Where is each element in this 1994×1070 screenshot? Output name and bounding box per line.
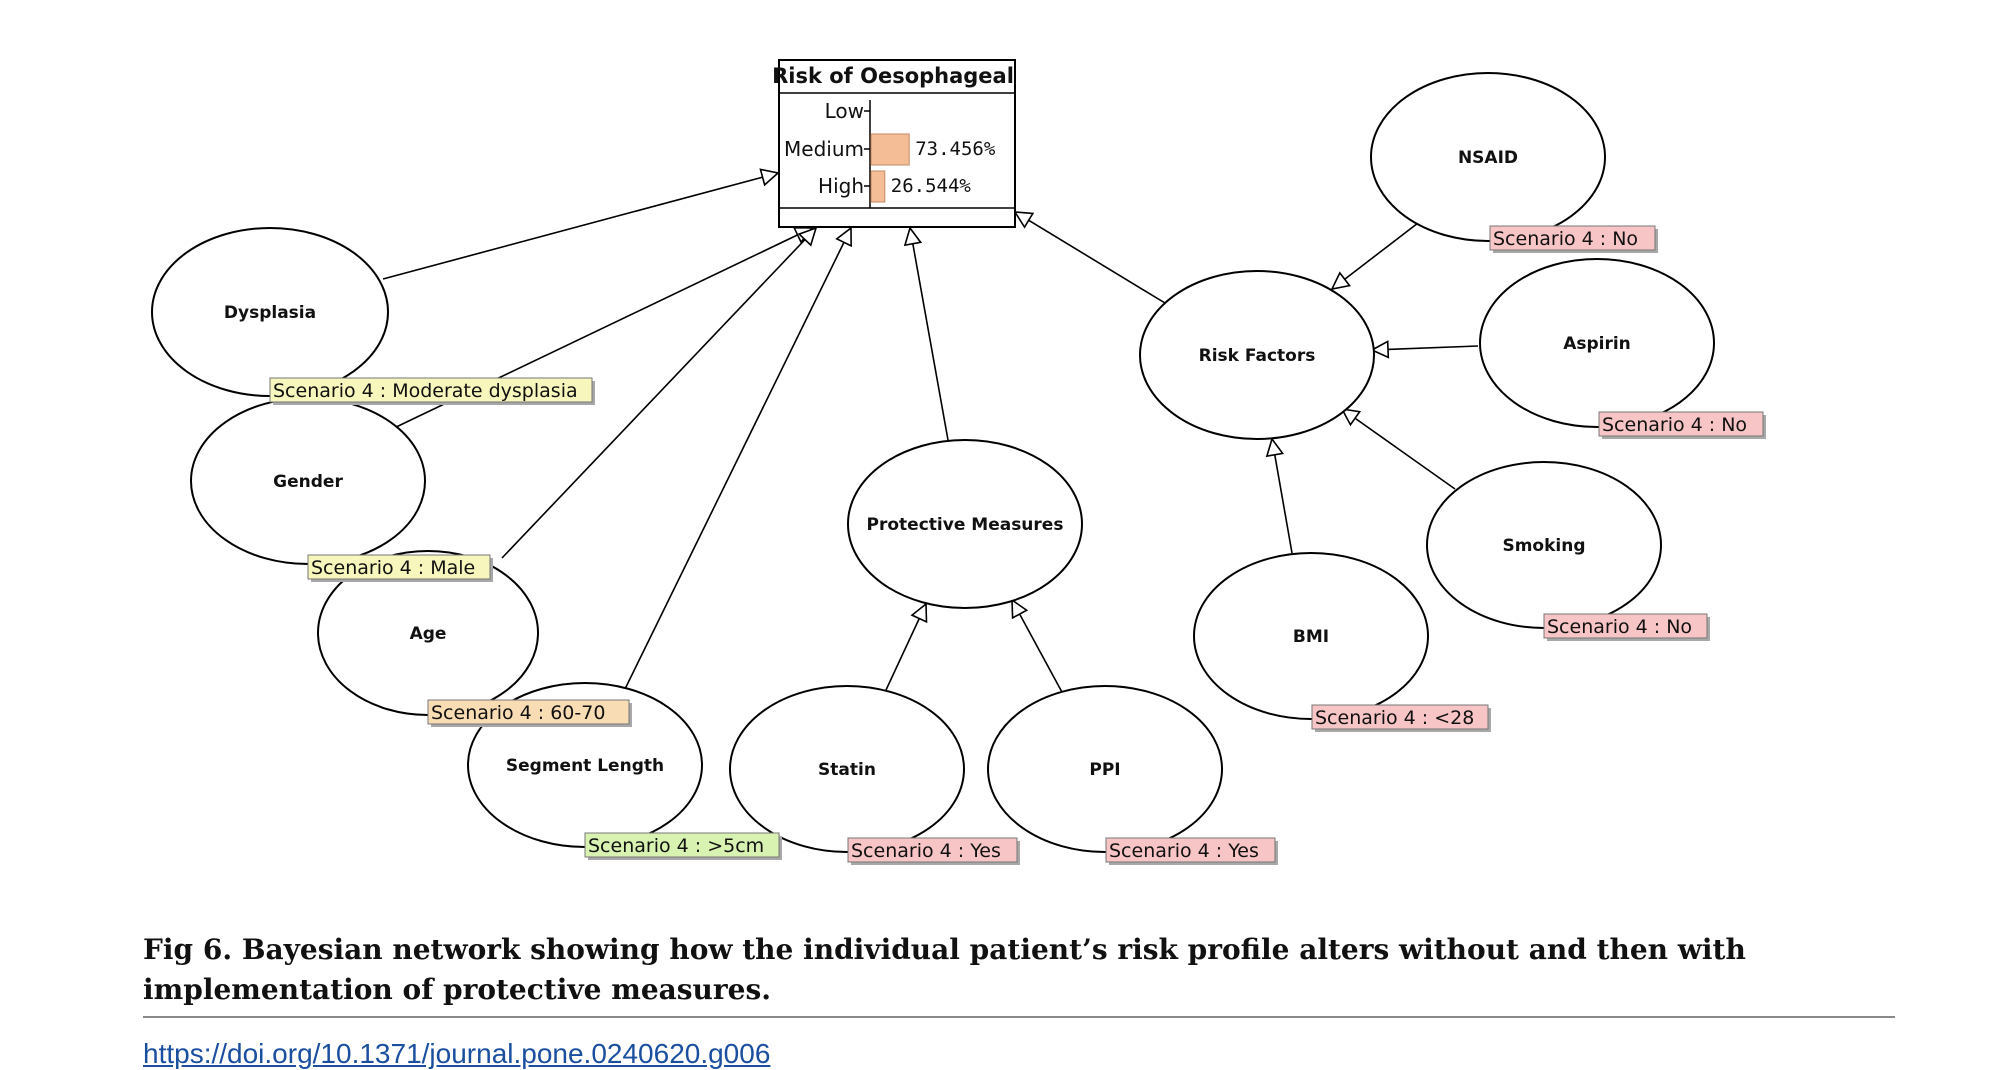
target-state-label-low: Low [825, 99, 864, 123]
edges-layer [382, 168, 1479, 695]
scenario-box-gender [307, 554, 491, 580]
node-statin[interactable] [729, 685, 965, 853]
scenario-box-aspirin [1598, 411, 1764, 437]
target-state-bar-high [870, 170, 886, 203]
scenario-label-dysplasia: Scenario 4 : Moderate dysplasia [273, 380, 578, 402]
edge-age-to-target [501, 227, 817, 559]
node-aspirin[interactable] [1479, 258, 1715, 428]
target-state-bar-medium [870, 133, 910, 166]
edge-risk-to-target [1014, 211, 1166, 304]
edge-nsaid-to-risk [1331, 222, 1419, 290]
arrowhead-segment-to-target [835, 226, 852, 248]
node-bmi[interactable] [1193, 552, 1429, 720]
target-state-label-medium: Medium [784, 137, 864, 161]
arrowhead-aspirin-to-risk [1370, 340, 1390, 359]
arrowhead-statin-to-protective [910, 602, 928, 624]
scenario-box-smoking [1543, 613, 1708, 639]
scenario-box-ppi [1105, 837, 1276, 863]
arrowhead-ppi-to-protective [1011, 598, 1029, 620]
arrowhead-risk-to-target [1013, 211, 1035, 229]
target-state-value-high: 26.544% [891, 175, 972, 197]
target-state-label-high: High [818, 174, 864, 198]
node-risk[interactable] [1139, 270, 1375, 440]
node-label-segment: Segment Length [506, 756, 664, 776]
arrowhead-age-to-target [797, 226, 818, 247]
scenario-box-segment [584, 832, 780, 858]
node-label-statin: Statin [818, 760, 876, 780]
scenario-label-smoking: Scenario 4 : No [1547, 616, 1692, 638]
arrowhead-bmi-to-risk [1265, 437, 1285, 458]
scenario-label-bmi: Scenario 4 : <28 [1315, 707, 1474, 729]
scenario-labels-layer: Scenario 4 : Moderate dysplasiaScenario … [269, 225, 1766, 865]
node-ppi[interactable] [987, 685, 1223, 853]
scenario-box-statin [847, 837, 1018, 863]
node-protective[interactable] [847, 439, 1083, 609]
scenario-box-dysplasia [269, 377, 593, 403]
arrowhead-dysplasia-to-target [759, 168, 780, 187]
node-label-age: Age [410, 624, 447, 644]
node-label-risk: Risk Factors [1199, 346, 1316, 366]
scenario-box-age [427, 699, 630, 725]
scenario-label-ppi: Scenario 4 : Yes [1109, 840, 1259, 862]
arrowhead-smoking-to-risk [1340, 407, 1362, 427]
arrowhead-nsaid-to-risk [1330, 271, 1351, 291]
doi-link[interactable]: https://doi.org/10.1371/journal.pone.024… [143, 1038, 771, 1069]
node-label-aspirin: Aspirin [1563, 334, 1631, 354]
target-state-value-medium: 73.456% [915, 138, 996, 160]
scenario-label-nsaid: Scenario 4 : No [1493, 228, 1638, 250]
caption-divider [143, 1016, 1895, 1018]
edge-segment-to-target [624, 227, 852, 690]
edge-bmi-to-risk [1271, 438, 1293, 554]
scenario-label-statin: Scenario 4 : Yes [851, 840, 1001, 862]
edge-aspirin-to-risk [1371, 345, 1479, 351]
scenario-box-bmi [1311, 704, 1489, 730]
edge-dysplasia-to-target [382, 172, 779, 280]
edge-ppi-to-protective [1011, 599, 1064, 695]
node-label-dysplasia: Dysplasia [224, 303, 316, 323]
target-node-title: Risk of Oesophageal [772, 64, 1014, 88]
node-label-nsaid: NSAID [1458, 148, 1518, 168]
scenario-label-age: Scenario 4 : 60-70 [431, 702, 605, 724]
edge-smoking-to-risk [1341, 408, 1456, 490]
scenario-label-gender: Scenario 4 : Male [311, 557, 475, 579]
node-label-smoking: Smoking [1502, 536, 1585, 556]
scenario-box-nsaid [1489, 225, 1656, 251]
arrowhead-protective-to-target [903, 226, 923, 247]
scenario-label-aspirin: Scenario 4 : No [1602, 414, 1747, 436]
node-nsaid[interactable] [1370, 72, 1606, 242]
node-label-gender: Gender [273, 472, 343, 492]
edge-protective-to-target [909, 227, 949, 441]
node-label-protective: Protective Measures [867, 515, 1064, 535]
figure-caption: Fig 6. Bayesian network showing how the … [143, 933, 1746, 1006]
scenario-label-segment: Scenario 4 : >5cm [588, 835, 764, 857]
node-label-bmi: BMI [1293, 627, 1329, 647]
node-label-ppi: PPI [1089, 760, 1120, 780]
